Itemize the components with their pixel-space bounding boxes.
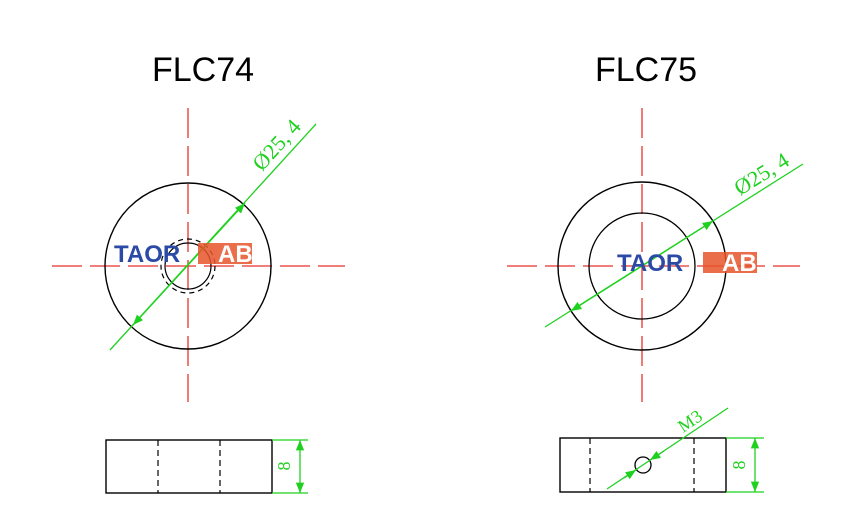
flc74-height-dimension <box>272 439 308 494</box>
flc75-watermark-box <box>703 252 757 273</box>
flc74-centerlines <box>52 108 345 402</box>
flc75-drawing: FLC75 Ø25, 4 M3 <box>507 51 804 493</box>
flc75-thread-label: M3 <box>674 406 706 437</box>
flc74-title: FLC74 <box>152 51 254 89</box>
flc75-watermark-main: TAOR <box>617 250 683 277</box>
flc75-side-view <box>559 437 727 493</box>
flc75-title: FLC75 <box>595 51 697 89</box>
flc74-side-hidden-lines <box>157 440 221 493</box>
flc75-side-hidden-lines <box>589 438 695 492</box>
flc74-drawing: FLC74 Ø25, 4 8 TAOR <box>52 51 345 494</box>
flc74-watermark-accent: AB <box>218 241 253 268</box>
flc75-diameter-dimension: Ø25, 4 <box>544 147 804 328</box>
flc75-watermark: TAOR AB <box>617 250 757 277</box>
flc75-thread-dimension: M3 <box>606 406 729 490</box>
flc74-watermark-box <box>198 243 252 264</box>
flc74-side-view <box>105 439 273 494</box>
flc75-height-dimension <box>726 437 764 493</box>
flc74-watermark: TAOR AB <box>114 241 253 268</box>
flc74-diameter-dimension: Ø25, 4 <box>109 114 317 351</box>
flc75-height-label: 8 <box>729 461 749 470</box>
flc74-watermark-main: TAOR <box>114 241 180 268</box>
flc74-height-label: 8 <box>274 462 294 471</box>
flc75-diameter-label: Ø25, 4 <box>729 147 793 200</box>
flc74-outer-circle <box>104 182 272 350</box>
flc75-watermark-accent: AB <box>722 250 757 277</box>
flc75-thread-hole <box>634 456 652 474</box>
